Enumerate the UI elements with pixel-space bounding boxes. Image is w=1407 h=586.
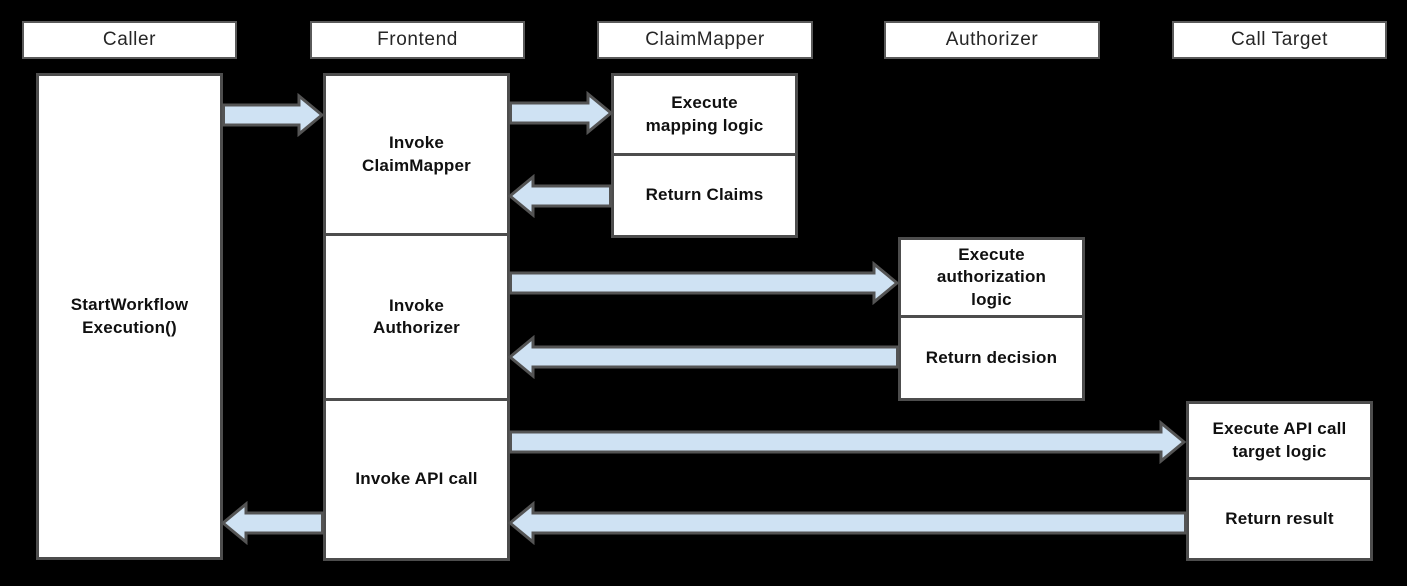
activity-execute-api-call-target-logic: Execute API call target logic (1186, 401, 1373, 480)
activity-invoke-claimmapper: Invoke ClaimMapper (323, 73, 510, 236)
arrow-frontend-to-calltarget (509, 420, 1186, 464)
activity-startworkflowexecution: StartWorkflow Execution() (36, 73, 223, 560)
arrow-claimmapper-to-frontend (508, 174, 612, 218)
arrow-authorizer-to-frontend (508, 335, 899, 379)
lane-header-calltarget: Call Target (1172, 21, 1387, 59)
lane-header-claimmapper: ClaimMapper (597, 21, 813, 59)
activity-invoke-api-call: Invoke API call (323, 398, 510, 561)
arrow-frontend-to-caller (221, 501, 324, 545)
arrow-calltarget-to-frontend (508, 501, 1187, 545)
activity-execute-mapping-logic: Execute mapping logic (611, 73, 798, 156)
lane-header-caller: Caller (22, 21, 237, 59)
arrow-caller-to-frontend (222, 93, 324, 137)
arrow-frontend-to-claimmapper (509, 91, 613, 135)
activity-execute-authorization-logic: Execute authorization logic (898, 237, 1085, 318)
arrow-frontend-to-authorizer (509, 261, 899, 305)
lane-header-authorizer: Authorizer (884, 21, 1100, 59)
lane-header-frontend: Frontend (310, 21, 525, 59)
activity-return-decision: Return decision (898, 315, 1085, 401)
activity-invoke-authorizer: Invoke Authorizer (323, 233, 510, 401)
activity-return-result: Return result (1186, 477, 1373, 561)
activity-return-claims: Return Claims (611, 153, 798, 238)
